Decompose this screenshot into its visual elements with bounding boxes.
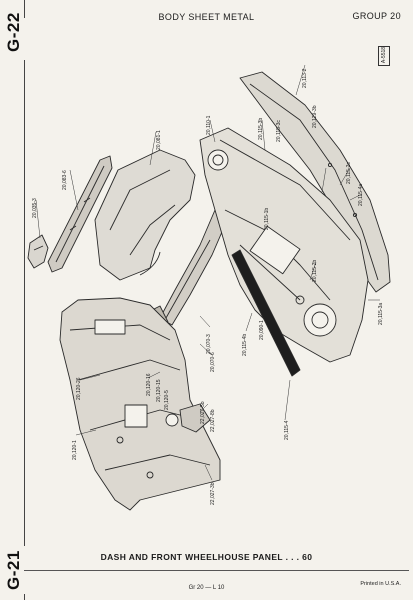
part-label: 20,115-3b (258, 118, 264, 140)
part-label: 22,027-8b (210, 409, 216, 432)
part-label: 20,090-1 (259, 320, 265, 340)
part-label: 20,120-5 (164, 390, 170, 410)
part-label: 20,083-6 (62, 170, 68, 190)
part-label: 20,115-4b (242, 334, 248, 356)
long-rail-part (47, 155, 113, 273)
margin-line-top (24, 0, 25, 18)
footer-printed: Printed in U.S.A. (360, 581, 401, 587)
reference-code-box: A-5518 (378, 46, 390, 66)
dash-panel-part (199, 127, 369, 363)
leader-lines (35, 64, 380, 481)
part-label: 22,027-5b (200, 401, 206, 424)
margin-line-middle (24, 60, 25, 546)
part-label: 20,115-4 (284, 420, 290, 440)
part-label: 20,120-15 (156, 379, 162, 402)
part-label: 20,110-1 (206, 115, 212, 135)
small-plate-part (179, 403, 211, 433)
part-label: 20,115-3a (378, 303, 384, 325)
seal-strip-part (231, 249, 301, 377)
margin-line-bottom (24, 594, 25, 600)
group-label: GROUP 20 (352, 11, 401, 21)
part-label: 20,120-1 (72, 440, 78, 460)
part-label: 20,129-3b (312, 105, 318, 128)
part-label: 20,115-2e (346, 162, 352, 184)
part-label: 20,115-4a (358, 184, 364, 206)
part-label: 22,027-3b (210, 482, 216, 505)
wheelhouse-shield-part (94, 149, 196, 281)
side-bracket-part (27, 234, 49, 269)
part-label: 20,081-1 (156, 130, 162, 150)
part-label: 20,115-3c (276, 120, 282, 142)
figure-caption: DASH AND FRONT WHEELHOUSE PANEL . . . 60 (100, 552, 313, 562)
part-label: 20,115-1b (264, 208, 270, 230)
part-number-labels: 20,035-3 20,083-6 20,081-1 20,110-1 20,1… (32, 68, 384, 505)
part-label: 20,120-16 (146, 373, 152, 396)
part-label: 20,113-2 (302, 68, 308, 88)
part-label: 20,070-6 (210, 352, 216, 372)
footer-page-code: Gr 20 — L 10 (188, 585, 225, 591)
section-title: BODY SHEET METAL (158, 12, 255, 22)
footer-rule (24, 570, 409, 571)
part-label: 20,115-2b (312, 260, 318, 282)
part-label: 20,120-26 (76, 377, 82, 400)
part-label: 20,035-3 (32, 198, 38, 218)
part-label: 20,070-3 (206, 334, 212, 354)
firewall-panel-part (59, 297, 221, 511)
